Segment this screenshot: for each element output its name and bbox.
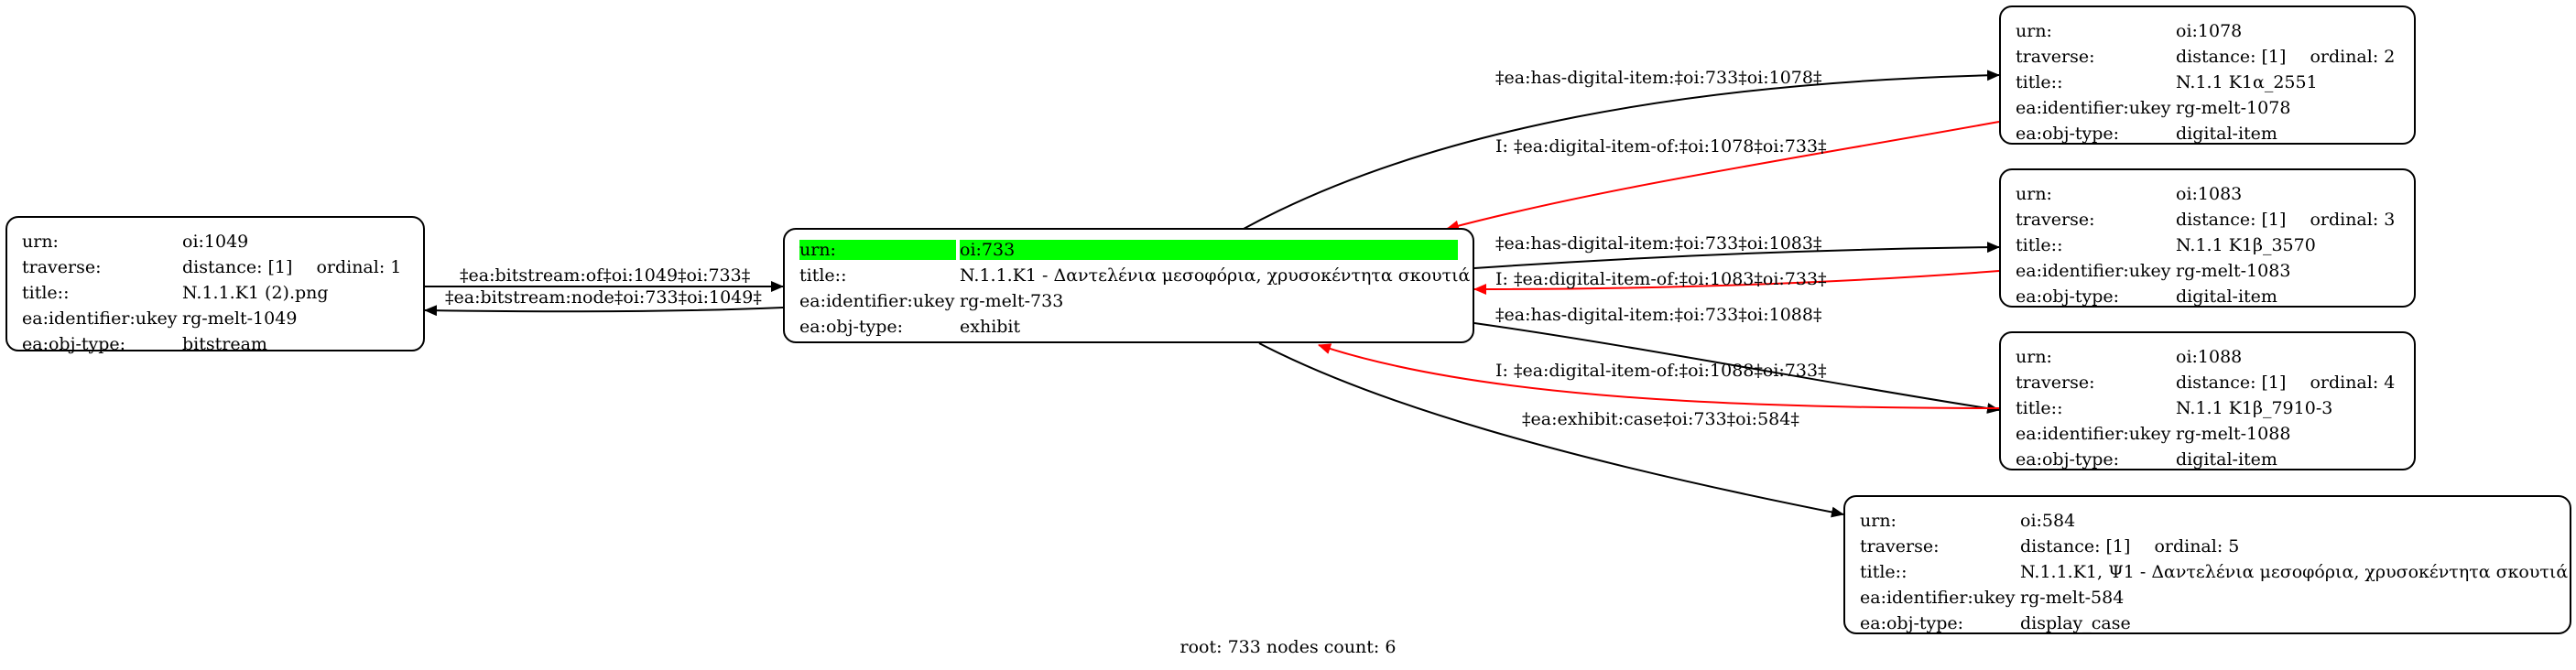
title-value: N.1.1 K1α_2551	[2176, 72, 2318, 92]
urn-value: oi:733	[960, 240, 1458, 260]
title-value: N.1.1 K1β_3570	[2176, 235, 2316, 255]
distance-value: distance: [1]	[182, 257, 293, 277]
traverse-key: traverse:	[2016, 210, 2095, 230]
edge-label-item-of-1078: I: ‡ea:digital-item-of:‡oi:1078‡oi:733‡	[1495, 136, 1827, 157]
distance-value: distance: [1]	[2176, 210, 2287, 230]
type-value: exhibit	[960, 317, 1021, 337]
title-key: title::	[799, 265, 847, 286]
title-value: N.1.1.K1 (2).png	[182, 283, 329, 303]
title-value: N.1.1.K1, Ψ1 - Δαντελένια μεσοφόρια, χρυ…	[2020, 562, 2569, 582]
edge-label-item-of-1083: I: ‡ea:digital-item-of:‡oi:1083‡oi:733‡	[1495, 269, 1827, 289]
ordinal-value: ordinal: 4	[2310, 373, 2396, 393]
ukey-value: rg-melt-1083	[2176, 261, 2291, 281]
urn-key: urn:	[2016, 347, 2052, 367]
ordinal-value: ordinal: 5	[2154, 536, 2240, 557]
title-key: title::	[22, 283, 70, 303]
ukey-key: ea:identifier:ukey	[2016, 424, 2171, 444]
ordinal-value: ordinal: 3	[2310, 210, 2396, 230]
node-1088[interactable]: urn: oi:1088 traverse: distance: [1] ordina…	[1999, 331, 2416, 470]
urn-key: urn:	[799, 240, 956, 260]
ukey-key: ea:identifier:ukey	[2016, 261, 2171, 281]
ukey-key: ea:identifier:ukey	[1860, 588, 2016, 608]
type-value: display_case	[2020, 613, 2131, 633]
node-733-root[interactable]: urn:oi:733 title::N.1.1.K1 - Δαντελένια …	[783, 228, 1474, 343]
ordinal-value: ordinal: 1	[316, 257, 402, 277]
type-key: ea:obj-type:	[2016, 449, 2120, 470]
type-value: digital-item	[2176, 124, 2277, 144]
edge-item-of-1088	[1318, 343, 2000, 409]
urn-key: urn:	[2016, 184, 2052, 204]
urn-value: oi:1078	[2176, 21, 2243, 41]
ukey-key: ea:identifier:ukey	[2016, 98, 2171, 118]
urn-key: urn:	[1860, 511, 1897, 531]
title-value: N.1.1 K1β_7910-3	[2176, 398, 2333, 418]
title-key: title::	[2016, 72, 2063, 92]
ukey-value: rg-melt-1088	[2176, 424, 2291, 444]
urn-key: urn:	[22, 232, 59, 252]
title-key: title::	[1860, 562, 1908, 582]
type-value: bitstream	[182, 334, 267, 354]
ukey-key: ea:identifier:ukey	[799, 291, 955, 311]
ukey-value: rg-melt-1049	[182, 308, 298, 329]
urn-value: oi:584	[2020, 511, 2076, 531]
urn-value: oi:1049	[182, 232, 249, 252]
traverse-key: traverse:	[2016, 47, 2095, 67]
edge-has-item-1078	[1243, 70, 2000, 230]
title-key: title::	[2016, 398, 2063, 418]
urn-value: oi:1083	[2176, 184, 2243, 204]
edge-label-has-item-1078: ‡ea:has-digital-item:‡oi:733‡oi:1078‡	[1495, 68, 1822, 88]
edge-label-item-of-1088: I: ‡ea:digital-item-of:‡oi:1088‡oi:733‡	[1495, 361, 1827, 381]
ordinal-value: ordinal: 2	[2310, 47, 2396, 67]
traverse-key: traverse:	[22, 257, 102, 277]
traverse-key: traverse:	[2016, 373, 2095, 393]
traverse-key: traverse:	[1860, 536, 1940, 557]
type-value: digital-item	[2176, 286, 2277, 307]
edge-label-bitstream-node: ‡ea:bitstream:node‡oi:733‡oi:1049‡	[445, 287, 762, 308]
edge-has-item-1088	[1473, 322, 2000, 414]
type-key: ea:obj-type:	[799, 317, 904, 337]
edge-bitstream-node	[424, 305, 784, 317]
edge-label-has-item-1083: ‡ea:has-digital-item:‡oi:733‡oi:1083‡	[1495, 233, 1822, 254]
urn-key: urn:	[2016, 21, 2052, 41]
type-value: digital-item	[2176, 449, 2277, 470]
ukey-value: rg-melt-733	[960, 291, 1064, 311]
edge-label-exhibit-case: ‡ea:exhibit:case‡oi:733‡oi:584‡	[1522, 409, 1799, 429]
edge-item-of-1078	[1446, 121, 2000, 232]
distance-value: distance: [1]	[2020, 536, 2131, 557]
node-1049[interactable]: urn: oi:1049 traverse: distance: [1] ordina…	[5, 216, 425, 354]
node-1083[interactable]: urn: oi:1083 traverse: distance: [1] ordina…	[1999, 168, 2416, 308]
ukey-key: ea:identifier:ukey	[22, 308, 178, 329]
edge-exhibit-case	[1258, 342, 1844, 518]
edge-label-bitstream-of: ‡ea:bitstream:of‡oi:1049‡oi:733‡	[460, 265, 751, 286]
type-key: ea:obj-type:	[2016, 286, 2120, 307]
type-key: ea:obj-type:	[22, 334, 126, 354]
distance-value: distance: [1]	[2176, 47, 2287, 67]
edge-item-of-1083	[1473, 270, 2000, 295]
edge-label-has-item-1088: ‡ea:has-digital-item:‡oi:733‡oi:1088‡	[1495, 305, 1822, 325]
title-value: N.1.1.K1 - Δαντελένια μεσοφόρια, χρυσοκέ…	[960, 265, 1471, 286]
title-key: title::	[2016, 235, 2063, 255]
type-key: ea:obj-type:	[1860, 613, 1964, 633]
node-1078[interactable]: urn: oi:1078 traverse: distance: [1] ordina…	[1999, 5, 2416, 145]
ukey-value: rg-melt-1078	[2176, 98, 2291, 118]
ukey-value: rg-melt-584	[2020, 588, 2125, 608]
urn-value: oi:1088	[2176, 347, 2243, 367]
graph-caption: root: 733 nodes count: 6	[1179, 637, 1397, 657]
distance-value: distance: [1]	[2176, 373, 2287, 393]
edge-has-item-1083	[1473, 242, 2000, 269]
type-key: ea:obj-type:	[2016, 124, 2120, 144]
node-584[interactable]: urn: oi:584 traverse: distance: [1] ordinal…	[1843, 495, 2571, 634]
